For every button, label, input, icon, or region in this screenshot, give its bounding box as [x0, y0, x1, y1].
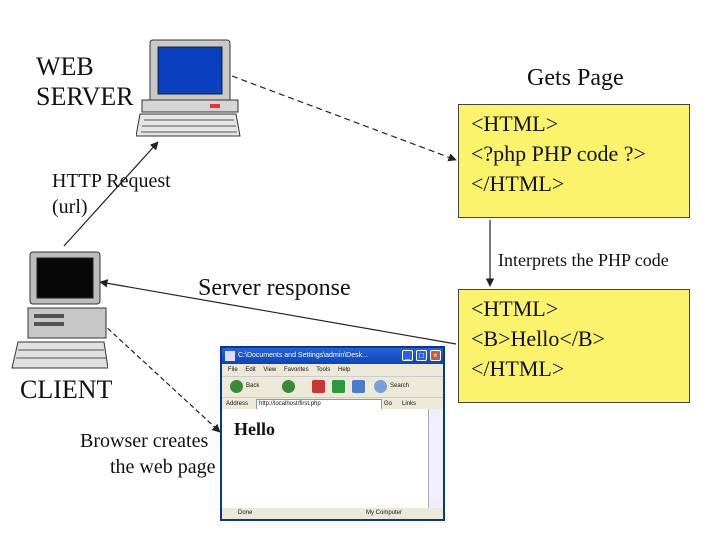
back-arrow-icon[interactable]: [230, 380, 243, 393]
http-request-text: HTTP Request: [52, 170, 171, 192]
minimize-button[interactable]: _: [402, 350, 413, 361]
http-request-url-text: (url): [52, 196, 88, 218]
gets-page-label: Gets Page: [527, 65, 624, 91]
status-done: Done: [238, 510, 253, 516]
code-line: <?php PHP code ?>: [471, 141, 646, 166]
close-button[interactable]: ×: [430, 350, 441, 361]
address-label: Address: [226, 401, 249, 407]
home-icon[interactable]: [352, 380, 365, 393]
arrow-response-to-client: [99, 279, 457, 345]
menu-file[interactable]: File: [228, 367, 238, 373]
code-line: </HTML>: [471, 171, 565, 196]
menu-tools[interactable]: Tools: [316, 367, 331, 373]
search-label[interactable]: Search: [390, 383, 410, 389]
http-request-label: HTTP Request (url): [52, 168, 171, 220]
browser-window: C:\Documents and Settings\admin\Desk... …: [220, 346, 445, 521]
server-computer-icon: [136, 39, 241, 137]
page-hello-text: Hello: [234, 419, 275, 439]
browser-toolbar: Back Search: [222, 376, 443, 397]
browser-title-text: C:\Documents and Settings\admin\Desk...: [238, 352, 368, 359]
html-output-box: <HTML> <B>Hello</B> </HTML>: [458, 289, 690, 403]
code-line: <HTML>: [471, 296, 559, 321]
server-response-label: Server response: [198, 275, 351, 301]
browser-address-bar: Address http://localhost/first.php Go Li…: [222, 397, 443, 410]
web-server-label: WEB SERVER: [36, 52, 134, 111]
browser-scrollbar[interactable]: [428, 409, 443, 509]
browser-title-bar: C:\Documents and Settings\admin\Desk... …: [222, 348, 443, 364]
code-line: <HTML>: [471, 111, 559, 136]
arrow-server-to-page: [231, 75, 457, 162]
browser-status-bar: Done My Computer: [222, 508, 443, 519]
code-line: </HTML>: [471, 356, 565, 381]
client-computer-icon: [11, 251, 108, 369]
back-label[interactable]: Back: [246, 383, 260, 389]
php-source-box: <HTML> <?php PHP code ?> </HTML>: [458, 104, 690, 218]
arrow-request-to-server: [63, 141, 159, 247]
interprets-label: Interprets the PHP code: [498, 250, 669, 270]
refresh-icon[interactable]: [332, 380, 345, 393]
links-label[interactable]: Links: [402, 401, 417, 407]
browser-content: Hello: [222, 409, 429, 509]
forward-arrow-icon[interactable]: [282, 380, 295, 393]
status-zone: My Computer: [366, 510, 403, 516]
browser-creates-sub-text: the web page: [110, 456, 216, 478]
browser-app-icon: [225, 351, 235, 361]
browser-creates-text: Browser creates: [80, 430, 209, 452]
stop-icon[interactable]: [312, 380, 325, 393]
menu-view[interactable]: View: [263, 367, 277, 373]
menu-favorites[interactable]: Favorites: [283, 367, 309, 373]
go-button[interactable]: Go: [384, 401, 393, 407]
search-icon[interactable]: [374, 380, 387, 393]
code-line: <B>Hello</B>: [471, 326, 605, 351]
client-label: CLIENT: [20, 375, 113, 404]
menu-edit[interactable]: Edit: [245, 367, 256, 373]
arrow-client-to-browser: [89, 311, 221, 433]
menu-help[interactable]: Help: [337, 367, 351, 373]
browser-creates-label: Browser creates the web page: [80, 428, 216, 480]
browser-menubar: File Edit View Favorites Tools Help: [222, 364, 443, 376]
maximize-button[interactable]: □: [416, 350, 427, 361]
